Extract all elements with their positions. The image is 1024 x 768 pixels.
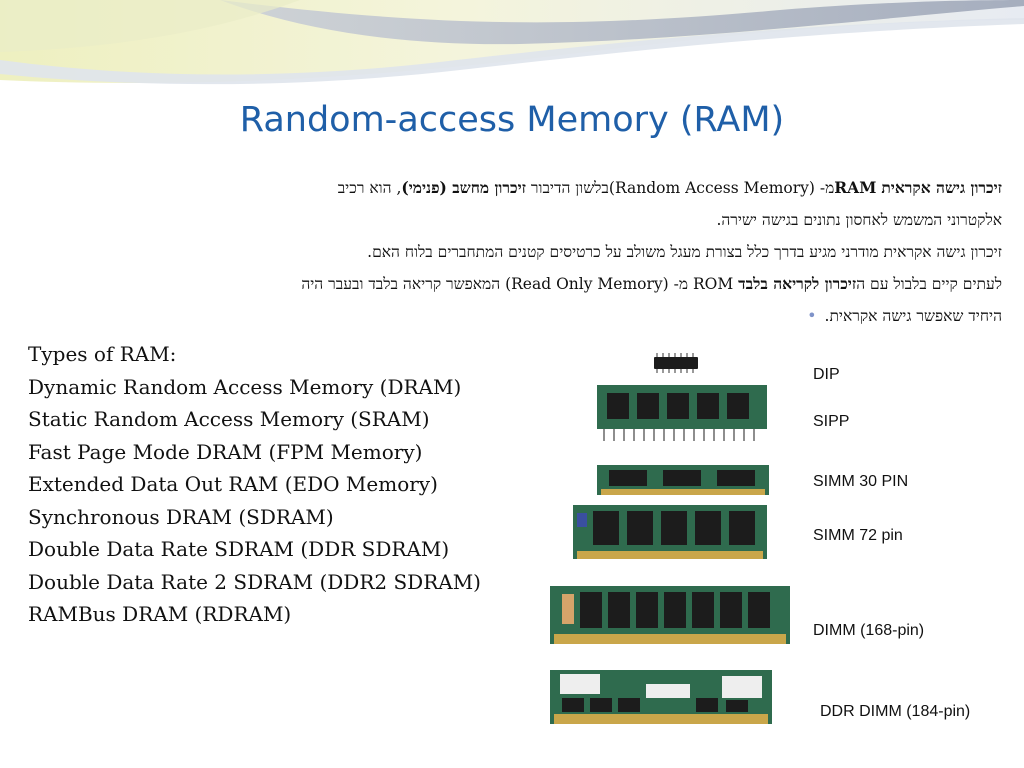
ram-type-item: RAMBus DRAM (RDRAM): [28, 602, 292, 626]
simm-30-module-image: [597, 465, 769, 495]
ram-type-item: Dynamic Random Access Memory (DRAM): [28, 374, 462, 399]
hebrew-line-4: לעתים קיים בלבול עם הזיכרון לקריאה בלבד …: [17, 268, 1002, 300]
ram-type-item: Synchronous DRAM (SDRAM): [28, 504, 334, 529]
hebrew-description: זיכרון גישה אקראית RAMמ- (Random Access …: [17, 172, 1002, 332]
ram-types-heading: Types of RAM:: [28, 342, 177, 366]
dip-chip-image: [654, 353, 698, 373]
ram-type-item: Double Data Rate SDRAM (DDR SDRAM): [28, 537, 450, 561]
ram-type-item: Static Random Access Memory (SRAM): [28, 407, 430, 431]
ddr-dimm-184-module-image: [550, 670, 772, 724]
memory-modules-photo: [545, 343, 795, 733]
dimm-168-module-image: [550, 586, 790, 644]
label-sipp: SIPP: [813, 413, 850, 430]
label-simm-72: SIMM 72 pin: [813, 527, 903, 544]
label-simm-30: SIMM 30 PIN: [813, 473, 909, 490]
hebrew-term-rom: זיכרון לקריאה בלבד: [738, 274, 857, 293]
simm-72-module-image: [573, 505, 767, 559]
hebrew-line-5: היחיד שאפשר גישה אקראית.: [17, 300, 1002, 332]
text-span: ROM מ- (Read Only Memory) המאפשר קריאה ב…: [301, 275, 739, 293]
label-dimm-168: DIMM (168-pin): [813, 622, 925, 639]
slide-title: Random-access Memory (RAM): [239, 100, 785, 140]
sipp-module-image: [597, 385, 767, 441]
label-dip: DIP: [813, 366, 840, 383]
hebrew-line-2: אלקטרוני המשמש לאחסון נתונים בגישה ישירה…: [716, 211, 1002, 229]
ram-type-item: Fast Page Mode DRAM (FPM Memory): [28, 439, 423, 464]
ram-type-item: Double Data Rate 2 SDRAM (DDR2 SDRAM): [28, 569, 481, 594]
text-span: מ- (Random Access Memory)בלשון הדיבור: [525, 179, 835, 197]
header-swoosh-decoration: [0, 0, 1024, 85]
hebrew-term-ram: זיכרון גישה אקראית: [881, 178, 1002, 197]
text-span: לעתים קיים בלבול עם ה: [856, 275, 1002, 293]
text-span: , הוא רכיב: [337, 179, 402, 197]
hebrew-line-3: זיכרון גישה אקראית מודרני מגיע בדרך כלל …: [367, 243, 1002, 261]
ram-acronym: RAM: [834, 178, 877, 197]
label-ddr-dimm-184: DDR DIMM (184-pin): [820, 703, 971, 720]
hebrew-line-1: זיכרון גישה אקראית RAMמ- (Random Access …: [17, 172, 1002, 204]
hebrew-term-computer-memory: זיכרון מחשב (פנימי): [401, 178, 526, 197]
ram-types-list: Types of RAM: Dynamic Random Access Memo…: [28, 338, 543, 631]
ram-type-item: Extended Data Out RAM (EDO Memory): [28, 472, 438, 496]
